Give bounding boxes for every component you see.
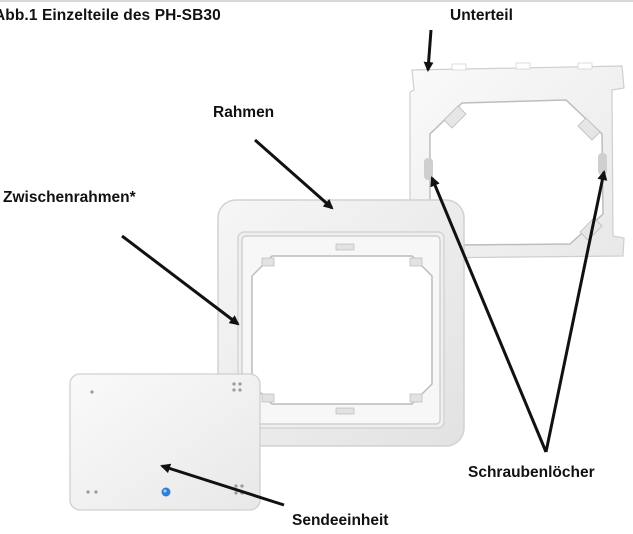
figure-caption: Abb.1 Einzelteile des PH-SB30 <box>0 7 221 24</box>
intermediate-frame-illustration <box>241 235 441 425</box>
transmitter-unit-illustration <box>69 373 261 511</box>
arrow-schraubenloch-right <box>544 170 608 453</box>
label-sendeeinheit: Sendeeinheit <box>292 512 389 529</box>
label-schraubenloecher: Schraubenlöcher <box>468 464 595 481</box>
arrow-sendeeinheit <box>160 463 285 507</box>
callout-arrows <box>121 29 608 507</box>
label-zwischenrahmen: Zwischenrahmen* <box>3 189 136 206</box>
label-rahmen: Rahmen <box>213 104 275 121</box>
top-divider <box>0 0 633 2</box>
base-plate-illustration <box>409 62 625 259</box>
arrow-rahmen <box>254 138 334 210</box>
arrow-schraubenloch-left <box>430 176 548 453</box>
arrow-zwischenrahmen <box>121 234 240 326</box>
arrow-unterteil <box>423 29 434 72</box>
label-unterteil: Unterteil <box>450 7 513 24</box>
